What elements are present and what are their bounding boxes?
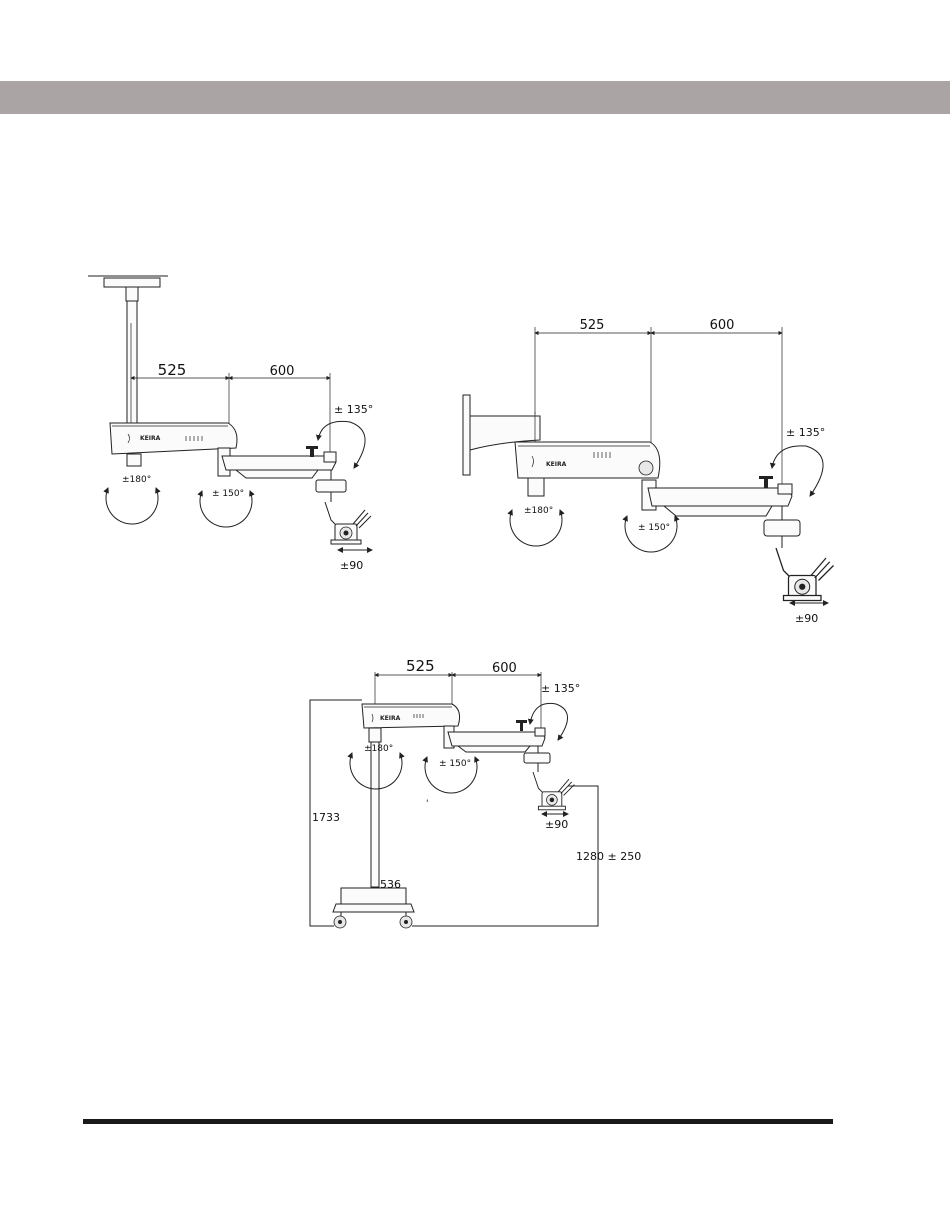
- wall-mount-drawing: KEIRA 525 600 ± 135° ±180° ± 150° ±90: [463, 318, 834, 625]
- ceiling-mount-drawing: KEIRA 525 600 ± 135° ±180° ± 150° ±90: [88, 276, 373, 572]
- floor-base-width-label: 536: [380, 878, 401, 891]
- ceiling-dim-525: 525: [158, 361, 187, 379]
- floor-dim-600: 600: [492, 661, 517, 676]
- wall-dim-525: 525: [580, 318, 605, 333]
- wall-base-rotation-label: ±180°: [524, 506, 553, 516]
- floor-reach-label: 1280 ± 250: [576, 850, 641, 863]
- floor-height-label: 1733: [312, 811, 340, 824]
- floor-base-rotation-label: ±180°: [364, 744, 393, 754]
- wall-arm-rotation-label: ± 150°: [638, 523, 670, 533]
- floor-arm-rotation-label: ± 150°: [439, 759, 471, 769]
- ceiling-dim-600: 600: [270, 364, 295, 379]
- ceiling-tilt-label: ± 135°: [334, 403, 373, 416]
- floor-logo: KEIRA: [380, 715, 401, 722]
- floor-dim-525: 525: [406, 657, 435, 675]
- ceiling-arm-rotation-label: ± 150°: [212, 489, 244, 499]
- ceiling-logo: KEIRA: [140, 435, 161, 442]
- wall-head-rotation-label: ±90: [795, 612, 818, 625]
- bottom-rule: [83, 1119, 833, 1124]
- ceiling-base-rotation-label: ±180°: [122, 475, 151, 485]
- svg-text:': ': [426, 799, 428, 809]
- wall-dim-600: 600: [710, 318, 735, 333]
- floor-tilt-label: ± 135°: [541, 682, 580, 695]
- floor-stand-drawing: KEIRA ' 525 600 ± 135° ±180° ± 150°: [310, 657, 641, 928]
- wall-logo: KEIRA: [546, 461, 567, 468]
- wall-tilt-label: ± 135°: [786, 426, 825, 439]
- ceiling-head-rotation-label: ±90: [340, 559, 363, 572]
- floor-head-rotation-label: ±90: [545, 818, 568, 831]
